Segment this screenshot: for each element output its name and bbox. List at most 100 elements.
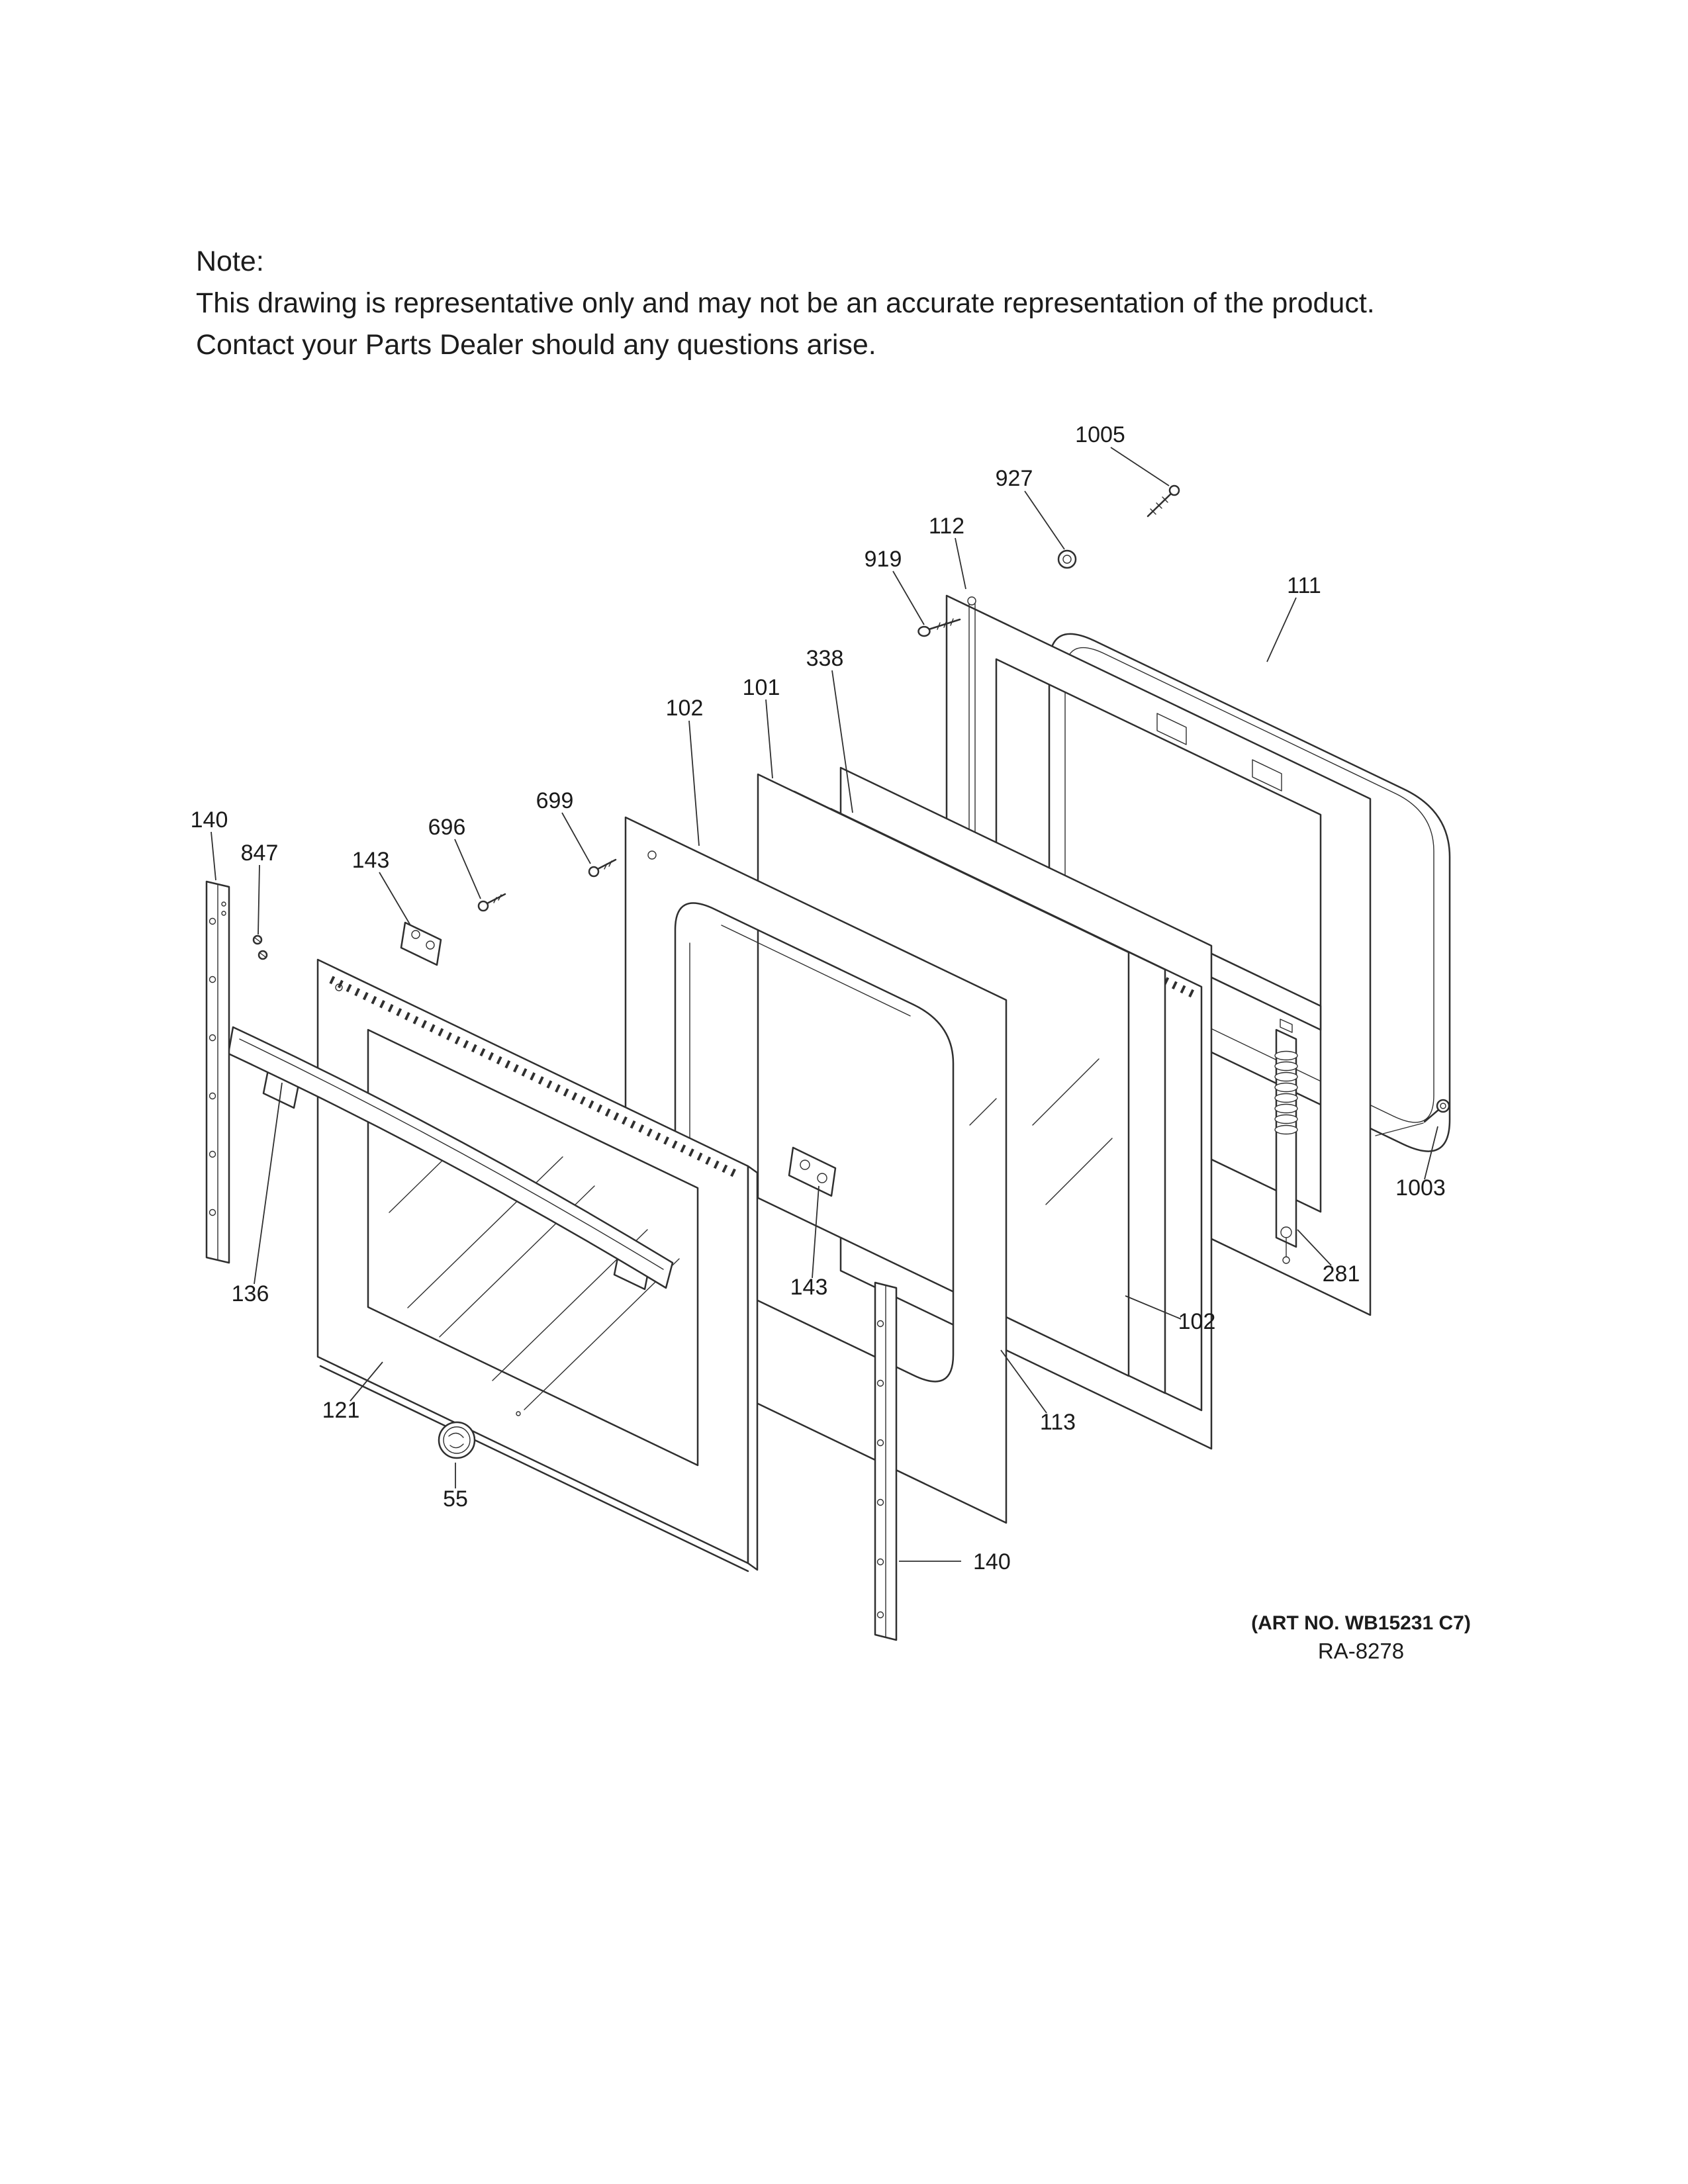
- bracket-hole: [411, 930, 420, 939]
- brand-badge-monogram: [449, 1443, 464, 1449]
- latch-hook-end: [1282, 1256, 1290, 1264]
- screw-thread: [950, 618, 954, 626]
- hinge-bracket-143b: [788, 1146, 837, 1197]
- drawing-footer: (ART NO. WB15231 C7) RA-8278: [1243, 1612, 1479, 1664]
- leader-696: [454, 839, 481, 899]
- glass-reflection: [389, 1154, 449, 1213]
- leader-101: [765, 699, 773, 779]
- part-label-102b: 102: [1178, 1309, 1216, 1334]
- trim-hole: [876, 1498, 884, 1506]
- outer-panel-body: [316, 958, 749, 1565]
- leader-140a: [211, 831, 216, 881]
- leader-112: [955, 537, 966, 590]
- part-label-143a: 143: [352, 848, 390, 873]
- door-latch-assembly-281: [1274, 1019, 1298, 1264]
- spring-coil: [1274, 1093, 1298, 1103]
- bolt-1003: [1375, 1099, 1450, 1136]
- trim-hole: [209, 1034, 216, 1042]
- frame-bracket: [1156, 713, 1187, 745]
- part-label-111: 111: [1287, 573, 1321, 598]
- leader-927: [1024, 490, 1065, 550]
- glass-reflection: [524, 1258, 680, 1410]
- trim-hole: [209, 1092, 216, 1100]
- brand-badge-monogram: [448, 1432, 464, 1438]
- panel-hole: [335, 983, 343, 991]
- screw-head: [917, 625, 931, 637]
- trim-hole: [209, 976, 216, 983]
- part-labels: 1005 927 112 919 111 338 101 102 699 696…: [191, 422, 1446, 1574]
- part-label-847: 847: [241, 841, 279, 866]
- trim-hole: [221, 901, 226, 907]
- part-label-112: 112: [929, 514, 964, 539]
- glass-reflection: [1032, 1058, 1100, 1126]
- latch-top-tab: [1280, 1019, 1293, 1033]
- frame-bracket: [1252, 759, 1282, 792]
- screw-head: [588, 866, 600, 878]
- screw-1005: [1147, 484, 1180, 518]
- screw-thread: [604, 863, 608, 870]
- screw-slot: [254, 937, 261, 942]
- trim-hole: [876, 1558, 884, 1566]
- bracket-plate: [788, 1146, 837, 1197]
- leader-919: [892, 570, 925, 625]
- leader-136: [254, 1082, 283, 1285]
- bracket-hole: [426, 940, 435, 950]
- trim-hole: [221, 911, 226, 916]
- bracket-plate: [400, 921, 442, 966]
- screw-thread: [1156, 502, 1162, 509]
- bracket-hole: [800, 1160, 810, 1170]
- bolt-axis: [1375, 1122, 1424, 1136]
- panel-hole: [647, 850, 657, 860]
- screw-head: [1168, 484, 1180, 496]
- panel-detail: [969, 1098, 997, 1126]
- part-label-696: 696: [428, 815, 466, 840]
- note-block: Note: This drawing is representative onl…: [196, 241, 1375, 366]
- grommet-inner: [1062, 555, 1072, 564]
- leader-338: [831, 670, 853, 813]
- screw-thread: [1150, 508, 1156, 515]
- screw-thread: [1162, 496, 1168, 503]
- glass-reflection: [407, 1156, 563, 1308]
- bolt-head-center: [1440, 1103, 1446, 1109]
- hinge-bracket-143a: [400, 921, 442, 966]
- latch-hook: [1280, 1226, 1292, 1238]
- screws-847: [252, 934, 268, 960]
- leader-1003: [1424, 1126, 1438, 1180]
- spring-coil: [1274, 1103, 1298, 1114]
- leader-113: [1000, 1349, 1047, 1414]
- handle-highlight: [239, 1038, 664, 1270]
- spring-coil: [1274, 1124, 1298, 1135]
- screw-shaft: [1147, 492, 1172, 518]
- leader-281: [1297, 1229, 1332, 1266]
- leader-143b: [812, 1185, 820, 1279]
- spring-coil: [1274, 1050, 1298, 1061]
- screw-thread: [493, 897, 497, 903]
- part-label-927: 927: [996, 466, 1033, 491]
- trim-hole: [209, 1208, 216, 1216]
- part-label-140b: 140: [973, 1549, 1011, 1574]
- leader-lines: [211, 447, 1438, 1562]
- screw-696: [477, 893, 506, 912]
- leader-143a: [379, 872, 411, 926]
- part-label-55: 55: [443, 1486, 468, 1512]
- note-line2: Contact your Parts Dealer should any que…: [196, 329, 876, 361]
- part-label-1005: 1005: [1075, 422, 1125, 447]
- bolt-shaft: [1423, 1109, 1440, 1123]
- leader-102b: [1125, 1295, 1182, 1320]
- spring-coil: [1274, 1082, 1298, 1093]
- part-label-919: 919: [865, 547, 902, 572]
- vent-slot-band: [329, 976, 741, 1179]
- screw-thread: [498, 894, 502, 901]
- screw-699: [588, 858, 617, 878]
- oven-door-exploded-diagram: 1005 927 112 919 111 338 101 102 699 696…: [191, 422, 1451, 1641]
- glass-reflection: [1045, 1138, 1113, 1205]
- note-line1: This drawing is representative only and …: [196, 287, 1375, 319]
- screw-919: [917, 618, 961, 637]
- brand-badge-55: [438, 1421, 476, 1459]
- leader-102a: [688, 720, 700, 846]
- trim-hole: [876, 1320, 884, 1328]
- outer-panel-right-face: [747, 1165, 759, 1571]
- leader-121: [350, 1361, 383, 1402]
- part-label-140a: 140: [191, 807, 228, 833]
